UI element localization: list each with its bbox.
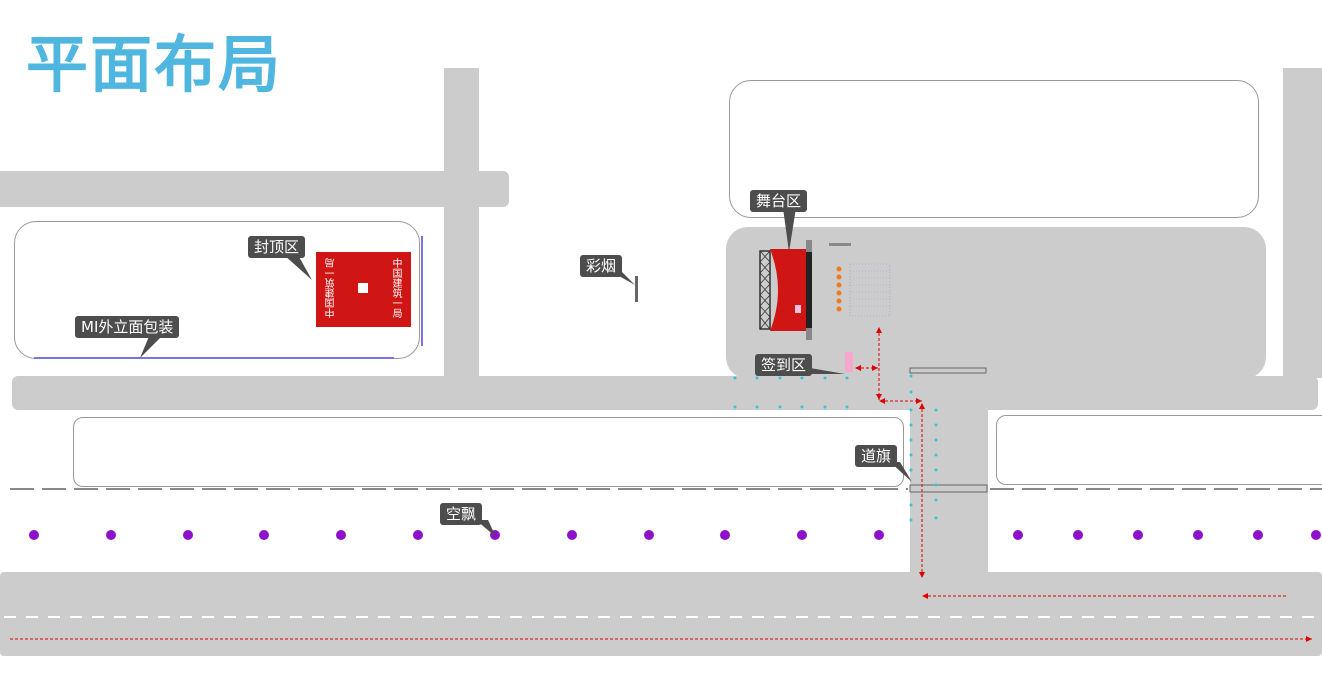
- label-facade: MI外立面包装: [75, 316, 180, 338]
- callout-tail-roof: [284, 255, 312, 280]
- road-flags: [733, 374, 938, 522]
- balloon-row: [29, 530, 1321, 540]
- building-long-middle: [73, 417, 904, 487]
- smoke-device: [635, 276, 638, 302]
- label-roof-area: 封顶区: [248, 236, 306, 258]
- label-balloon: 空飘: [440, 503, 483, 525]
- roof-banner-logo: [358, 283, 368, 293]
- callout-tail-signin: [810, 368, 845, 374]
- stage-platform: [770, 249, 810, 331]
- road-vertical-right: [1283, 68, 1322, 378]
- building-top-right: [729, 80, 1259, 218]
- signin-desk: [845, 352, 853, 372]
- building-right-middle: [996, 415, 1322, 485]
- audience-seating: [849, 263, 891, 317]
- road-vertical-left: [444, 68, 479, 378]
- vip-chairs: [836, 266, 842, 312]
- callout-tail-flag: [890, 462, 912, 482]
- callout-tail-balloon: [476, 520, 496, 537]
- label-signin: 签到区: [755, 354, 813, 376]
- banner-text-right: 中国建筑一局: [390, 258, 401, 318]
- road-middle-horizontal: [12, 376, 1318, 410]
- callout-tail-facade: [140, 334, 164, 358]
- gate-bar: [909, 367, 987, 374]
- stage-truss: [759, 250, 771, 330]
- road-top-left-horizontal: [0, 171, 509, 207]
- label-stage: 舞台区: [750, 190, 808, 212]
- callout-tail-stage: [783, 208, 796, 252]
- label-smoke: 彩烟: [580, 255, 623, 277]
- label-flag: 道旗: [855, 445, 898, 467]
- page-title: 平面布局: [26, 28, 283, 101]
- banner-text-left: 中国建筑一局: [326, 258, 337, 318]
- stage-plaza: [726, 227, 1266, 379]
- stage: [759, 240, 851, 340]
- crossing-gate: [909, 484, 988, 493]
- main-road: [0, 572, 1322, 656]
